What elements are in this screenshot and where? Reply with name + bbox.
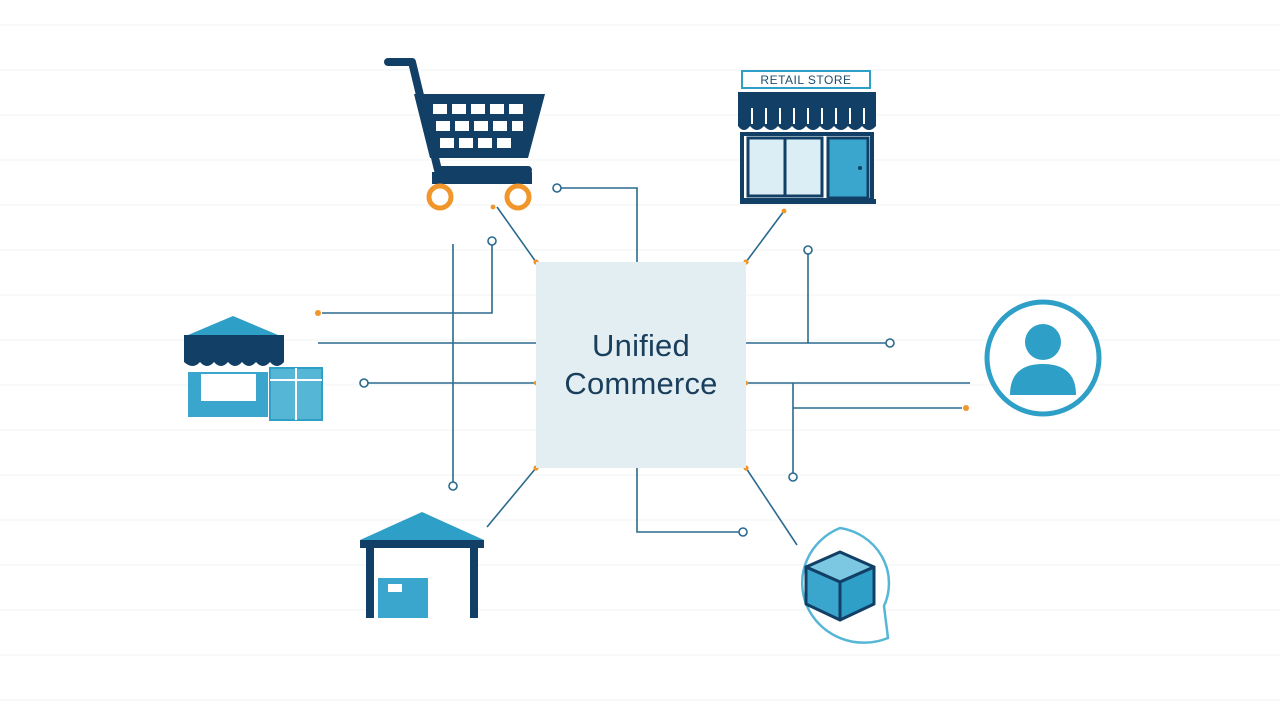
warehouse-icon: [360, 512, 484, 618]
connector-store: [745, 210, 785, 263]
package-box-icon: [800, 526, 891, 644]
shopping-cart-icon: [384, 58, 545, 211]
background-grid: [0, 24, 1280, 701]
connector-left-elbow: [322, 242, 493, 314]
connector-cart: [496, 206, 537, 263]
hub-box: [536, 262, 746, 468]
connector-lines: [318, 187, 970, 546]
connector-top: [557, 187, 638, 262]
connector-bottom: [636, 468, 740, 533]
storefront-icon: RETAIL STORE: [738, 70, 876, 204]
store-sign-text: RETAIL STORE: [760, 73, 851, 87]
connector-warehouse: [486, 467, 537, 528]
marketplace-icon: [184, 316, 323, 421]
connector-endpoints: [359, 183, 895, 537]
user-icon: [984, 299, 1102, 417]
connector-package: [745, 467, 798, 546]
